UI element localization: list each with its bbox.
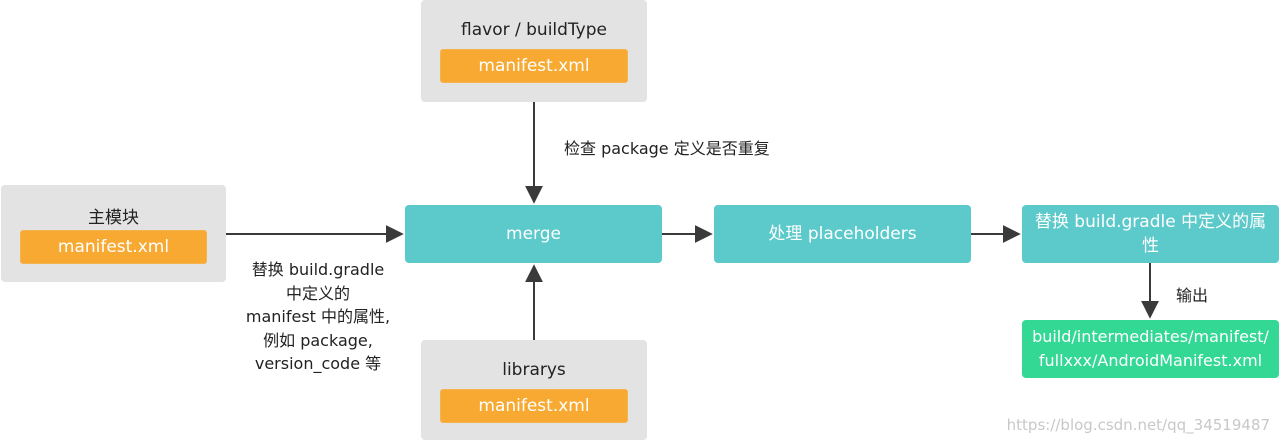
main-module-manifest: manifest.xml xyxy=(20,230,207,264)
librarys-title: librarys xyxy=(502,360,566,380)
replace-note-line-3: manifest 中的属性, xyxy=(245,307,391,326)
replace-note-line-5: version_code 等 xyxy=(254,354,382,373)
check-package-label: 检查 package 定义是否重复 xyxy=(564,139,770,158)
librarys-manifest: manifest.xml xyxy=(440,389,628,423)
replace-attributes-node: 替换 build.gradle 中定义的属性 xyxy=(1022,205,1279,263)
output-label: 输出 xyxy=(1176,286,1209,305)
flavor-buildtype-title: flavor / buildType xyxy=(461,20,607,40)
main-module-box: 主模块 manifest.xml xyxy=(1,185,226,282)
replace-note-line-4: 例如 package, xyxy=(263,330,373,350)
replace-note-label: 替换 build.gradle 中定义的 manifest 中的属性, 例如 p… xyxy=(228,258,408,376)
replace-note-line-2: 中定义的 xyxy=(285,283,350,303)
placeholders-node: 处理 placeholders xyxy=(714,205,971,263)
main-module-title: 主模块 xyxy=(88,208,139,228)
watermark: https://blog.csdn.net/qq_34519487 xyxy=(1006,416,1270,434)
librarys-box: librarys manifest.xml xyxy=(421,340,647,440)
flavor-manifest: manifest.xml xyxy=(440,49,628,83)
merge-node: merge xyxy=(405,205,662,263)
replace-note-line-1: 替换 build.gradle xyxy=(251,260,385,279)
flavor-buildtype-box: flavor / buildType manifest.xml xyxy=(421,0,647,102)
output-node: build/intermediates/manifest/ fullxxx/An… xyxy=(1022,320,1279,378)
